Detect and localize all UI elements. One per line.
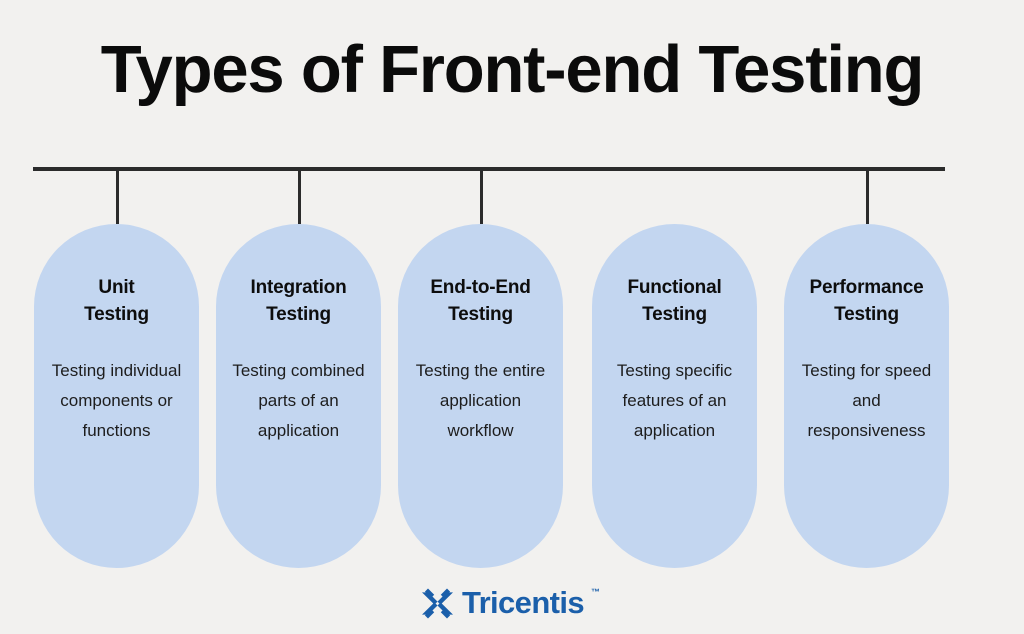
pill-heading-line1: Integration <box>250 277 347 298</box>
pill-integration-testing[interactable]: Integration Testing Testing combined par… <box>216 224 381 568</box>
connector-stub-5 <box>866 170 869 224</box>
pill-heading-line2: Testing <box>448 303 513 325</box>
pill-performance-testing[interactable]: Performance Testing Testing for speed an… <box>784 224 949 568</box>
pill-functional-testing[interactable]: Functional Testing Testing specific feat… <box>592 224 757 568</box>
connector-rule <box>33 167 945 171</box>
pill-body: Testing for speed and responsiveness <box>801 360 932 441</box>
pill-heading: Integration Testing <box>251 275 347 329</box>
tricentis-x-icon <box>421 588 453 619</box>
connector-stub-3 <box>480 170 483 224</box>
pill-heading: Functional Testing <box>627 275 721 329</box>
pill-heading: End-to-End Testing <box>430 275 531 329</box>
tricentis-wordmark: Tricentis <box>461 585 585 620</box>
pill-heading-line1: End-to-End <box>430 277 531 298</box>
pill-heading: Performance Testing <box>810 275 924 329</box>
page-title: Types of Front-end Testing <box>100 32 925 107</box>
pill-row: Unit Testing Testing individual componen… <box>0 224 1024 570</box>
pill-heading-line1: Functional <box>627 277 722 298</box>
connector-stub-2 <box>298 170 301 224</box>
tricentis-logo: Tricentis ™ <box>0 585 1024 620</box>
trademark-symbol: ™ <box>591 586 601 597</box>
pill-body: Testing individual components or functio… <box>51 360 182 441</box>
pill-end-to-end-testing[interactable]: End-to-End Testing Testing the entire ap… <box>398 224 563 568</box>
connector-stub-1 <box>116 170 119 224</box>
pill-body: Testing specific features of an applicat… <box>616 360 733 441</box>
pill-heading-line2: Testing <box>84 303 149 325</box>
pill-heading-line1: Unit <box>98 277 135 298</box>
pill-body: Testing the entire application workflow <box>415 360 546 441</box>
pill-heading-line2: Testing <box>266 303 331 325</box>
pill-heading-line1: Performance <box>809 277 924 298</box>
pill-unit-testing[interactable]: Unit Testing Testing individual componen… <box>34 224 199 568</box>
pill-heading-line2: Testing <box>642 303 707 325</box>
pill-heading: Unit Testing <box>84 275 149 329</box>
pill-heading-line2: Testing <box>834 303 899 325</box>
pill-body: Testing combined parts of an application <box>232 360 365 441</box>
